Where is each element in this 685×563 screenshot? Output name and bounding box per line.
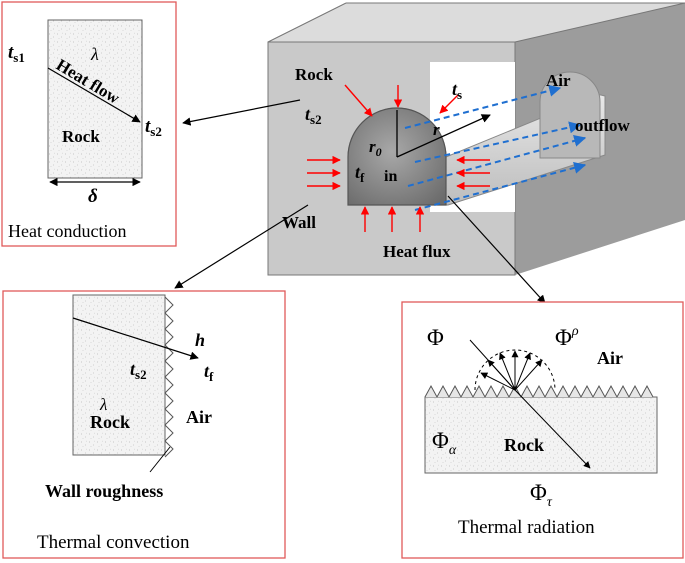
ts1-label: ts1 <box>8 42 25 65</box>
reflection-hemisphere <box>474 349 556 391</box>
delta-label: δ <box>88 186 98 207</box>
center-in-label: in <box>384 168 397 185</box>
tf-label: tf <box>204 361 214 384</box>
rock-label: Rock <box>90 412 130 432</box>
air-label: Air <box>186 407 212 427</box>
wall-roughness-profile <box>164 296 174 458</box>
heat-flux-arrows <box>307 84 490 232</box>
center-heat-flux-label: Heat flux <box>383 242 451 261</box>
center-outflow-label: outflow <box>575 116 631 135</box>
panel-thermal-radiation: Φ Φρ Air Φα Rock Φτ Thermal radiation <box>401 301 684 559</box>
ts2-label: ts2 <box>145 116 162 139</box>
caption-thermal-radiation: Thermal radiation <box>458 517 595 538</box>
phi-label: Φ <box>427 325 444 350</box>
lambda-label: λ <box>99 395 107 414</box>
center-r0-label: r0 <box>369 137 382 159</box>
phi-tau-label: Φτ <box>530 480 553 510</box>
connector-arrows <box>174 99 546 304</box>
center-rock-label: Rock <box>295 65 333 84</box>
center-wall-label: Wall <box>282 213 316 232</box>
h-label: h <box>195 330 205 350</box>
center-ts-label: ts <box>452 79 462 102</box>
transmitted-ray <box>514 389 591 469</box>
lambda-label: λ <box>90 44 99 64</box>
tunnel-box <box>267 2 685 276</box>
air-label: Air <box>597 348 623 368</box>
center-ts2-label: ts2 <box>305 104 322 127</box>
incident-ray <box>469 339 516 391</box>
rock-slab <box>47 19 143 179</box>
caption-heat-conduction: Heat conduction <box>8 221 126 241</box>
phi-alpha-label: Φα <box>432 428 457 458</box>
caption-thermal-convection: Thermal convection <box>37 532 190 553</box>
panel-heat-conduction: ts1 λ Heat flow Rock ts2 δ Heat conducti… <box>1 1 177 247</box>
rock-label: Rock <box>62 127 100 146</box>
surface-roughness-profile <box>424 384 654 399</box>
panel-thermal-convection: h tf ts2 λ Rock Air Wall roughness Therm… <box>2 290 286 559</box>
ts2-label: ts2 <box>130 359 147 382</box>
center-tf-label: tf <box>355 162 365 185</box>
rock-slab <box>72 294 166 456</box>
center-r-label: r <box>433 120 440 139</box>
rock-slab <box>424 396 658 474</box>
airflow-arrows <box>404 84 587 211</box>
center-air-label: Air <box>546 71 571 90</box>
wall-roughness-label: Wall roughness <box>45 481 163 501</box>
rock-label: Rock <box>504 435 544 455</box>
phi-rho-label: Φρ <box>555 324 579 350</box>
